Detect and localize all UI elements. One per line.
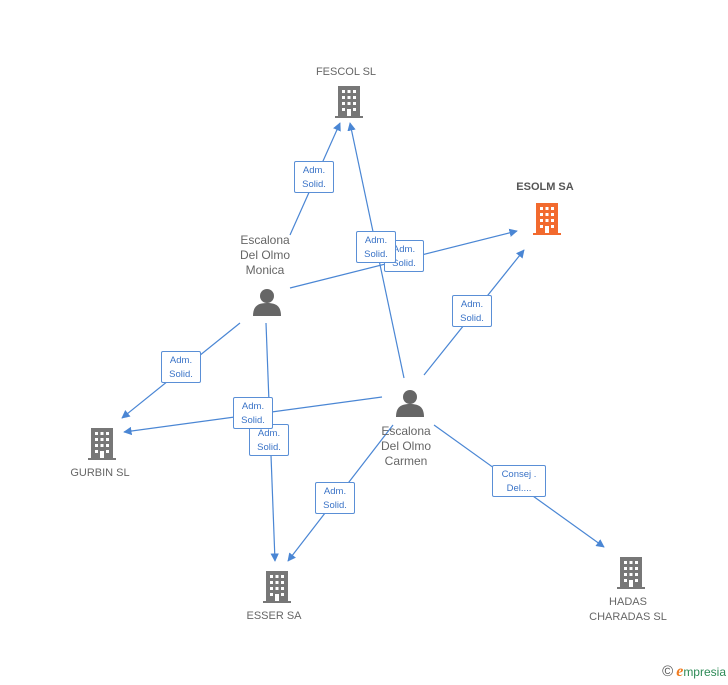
edge-label-monica-esolm[interactable]: Adm.Solid. — [356, 231, 396, 263]
monica-label[interactable]: Escalona Del Olmo Monica — [239, 233, 290, 277]
edge-label-monica-gurbin[interactable]: Adm.Solid. — [161, 351, 201, 383]
edge-label-carmen-hadas[interactable]: Consej .Del.... — [492, 465, 546, 497]
fescol-label[interactable]: FESCOL SL — [315, 66, 377, 78]
edge-label-carmen-esolm[interactable]: Adm.Solid. — [452, 295, 492, 327]
gurbin-label[interactable]: GURBIN SL — [70, 467, 130, 479]
hadas-label[interactable]: HADAS CHARADAS SL — [589, 596, 667, 623]
esolm-label[interactable]: ESOLM SA — [516, 181, 574, 193]
fescol-building-icon — [335, 86, 363, 118]
edge-label-carmen-fescol[interactable]: Adm.Solid. — [384, 240, 424, 272]
monica-person-icon — [253, 289, 281, 316]
brand-logo-e: e — [676, 663, 684, 680]
copyright-icon: © — [662, 663, 674, 680]
carmen-label[interactable]: Escalona Del Olmo Carmen — [380, 424, 431, 468]
brand-footer[interactable]: ©empresia — [662, 663, 726, 681]
edge-label-monica-esser[interactable]: Adm.Solid. — [249, 424, 289, 456]
brand-name: mpresia — [683, 665, 726, 679]
esolm-building-icon — [533, 203, 561, 235]
hadas-building-icon — [617, 557, 645, 589]
esser-label[interactable]: ESSER SA — [246, 610, 302, 622]
edge-label-carmen-gurbin[interactable]: Adm.Solid. — [233, 397, 273, 429]
esser-building-icon — [263, 571, 291, 603]
carmen-person-icon — [396, 390, 424, 417]
gurbin-building-icon — [88, 428, 116, 460]
edge-label-carmen-esser[interactable]: Adm.Solid. — [315, 482, 355, 514]
edge-label-monica-fescol[interactable]: Adm.Solid. — [294, 161, 334, 193]
